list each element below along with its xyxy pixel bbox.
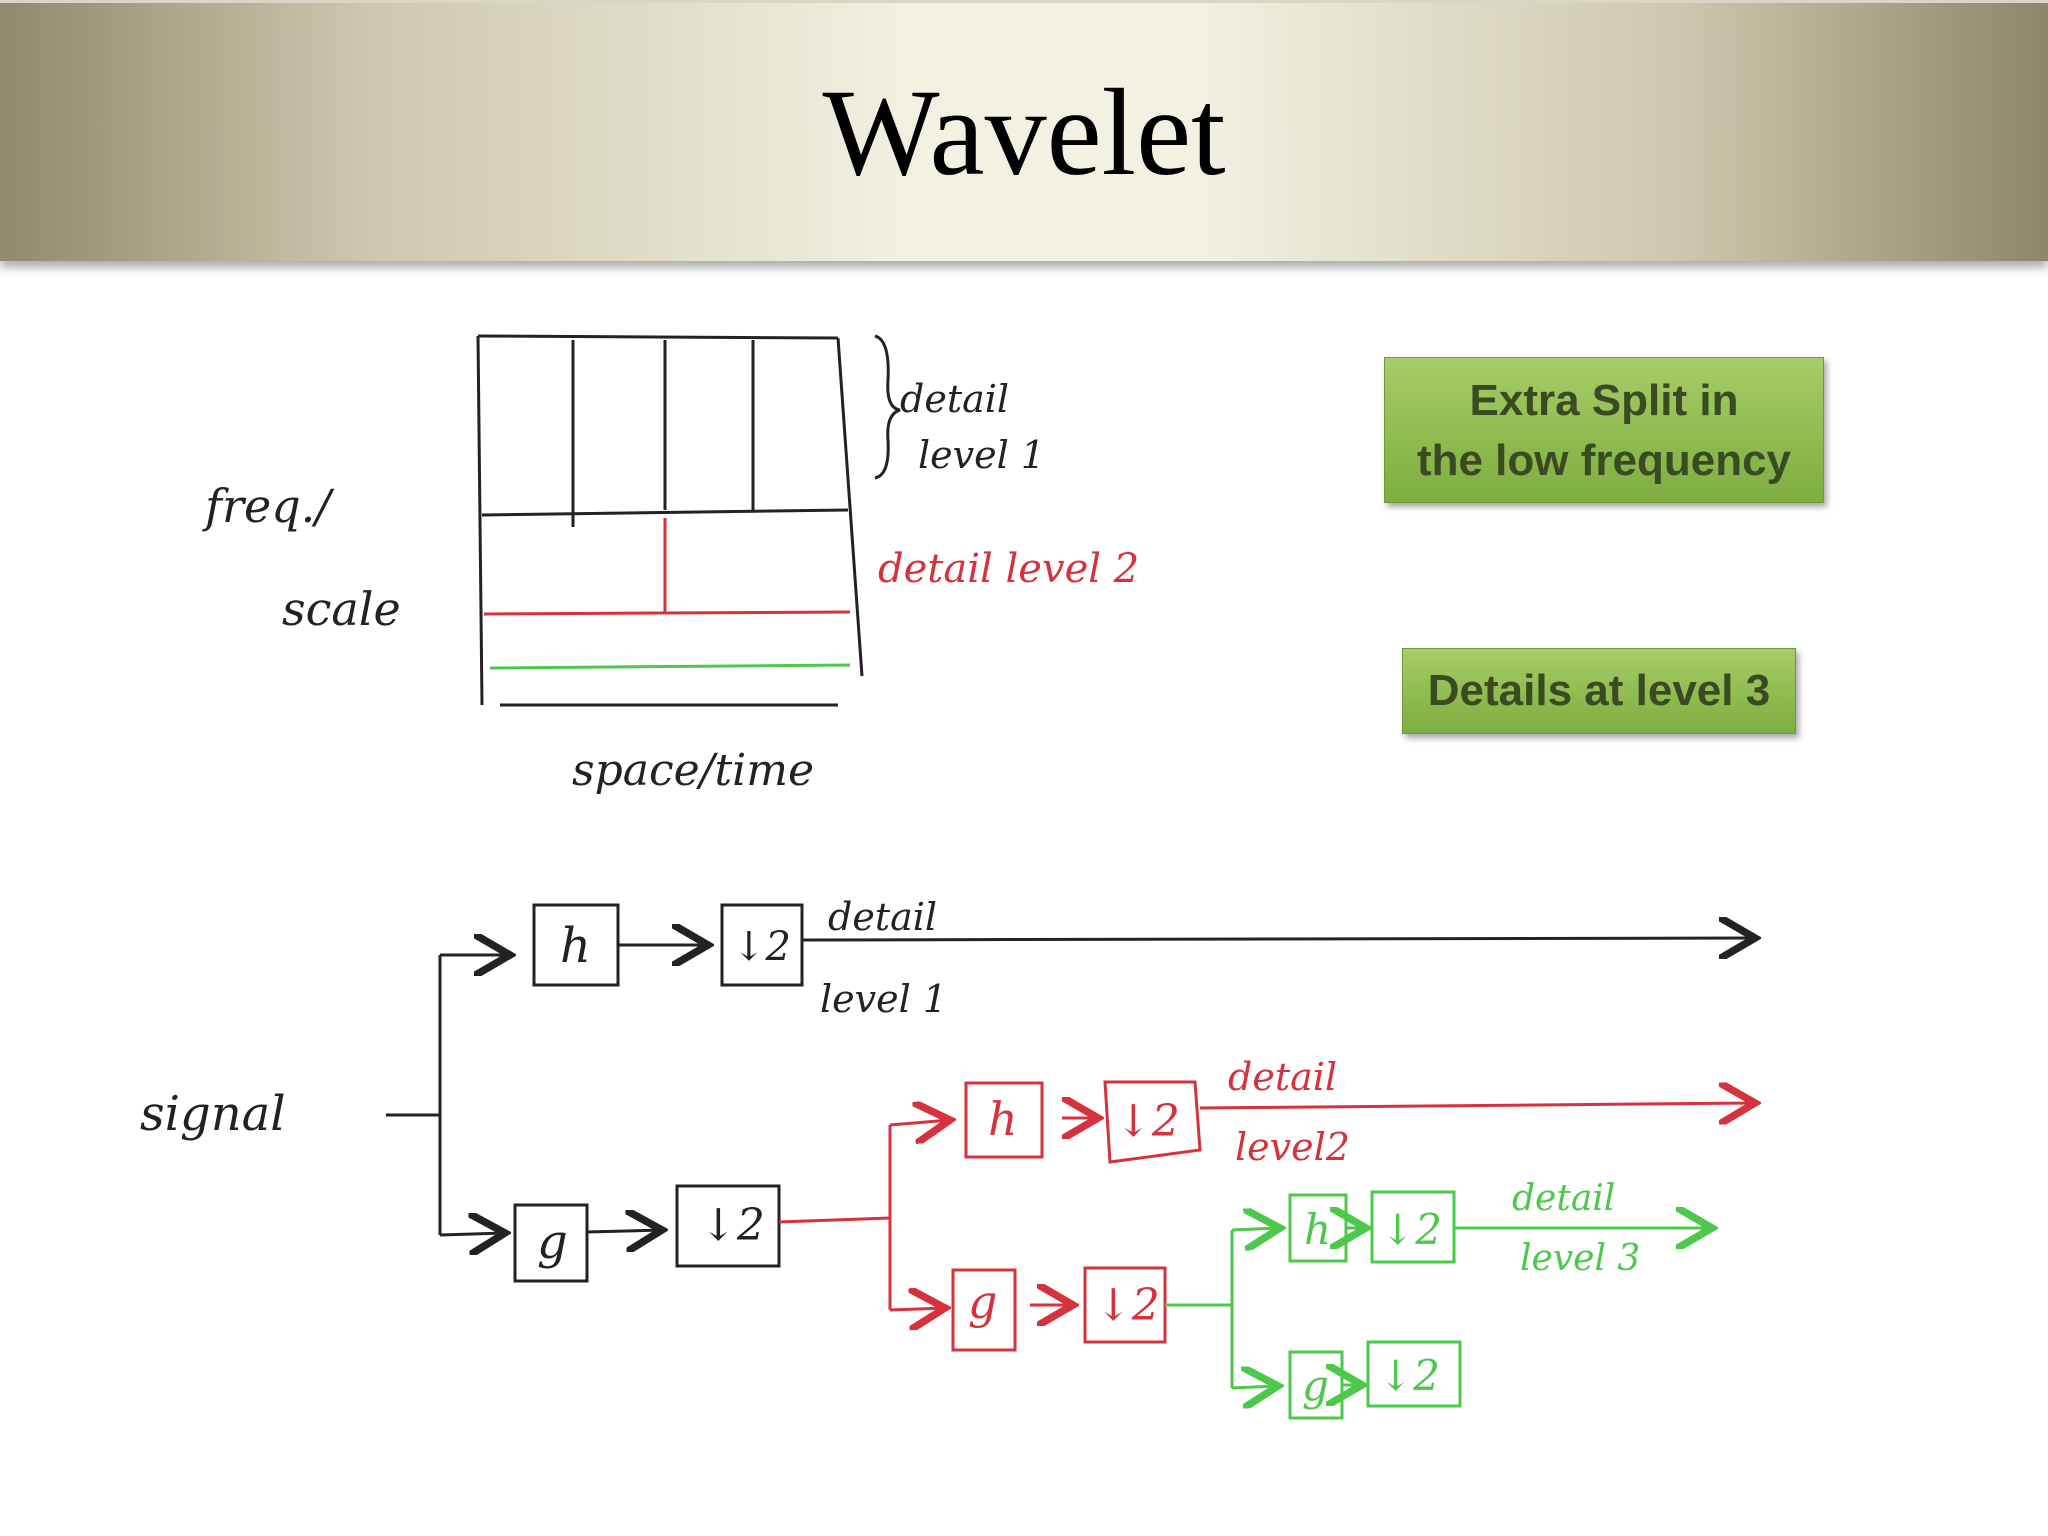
- tiling-green-split: [489, 663, 851, 670]
- level2-down-box-top: [1103, 1080, 1202, 1164]
- level2-g-box: [951, 1268, 1017, 1352]
- level1-down-box-top: [720, 903, 804, 987]
- slide-title: Wavelet: [822, 64, 1226, 201]
- level1-down-box-bottom: [675, 1184, 781, 1268]
- detail-level1-label-line1: detail: [828, 895, 937, 939]
- detail-level3-label-line2: level 3: [1520, 1238, 1640, 1279]
- detail-level2-label-line1: detail: [1228, 1055, 1337, 1099]
- title-bar: Wavelet: [0, 0, 2048, 261]
- filter-bank-level-2: [778, 1080, 1755, 1352]
- detail-level3-label-line1: detail: [1512, 1178, 1615, 1219]
- level1-down-label-top: ↓2: [732, 924, 791, 970]
- detail-level1-label-line2: level 1: [820, 977, 947, 1021]
- detail-level-2-label: detail level 2: [878, 546, 1139, 592]
- level1-down-label-bottom: ↓2: [700, 1200, 765, 1251]
- detail-level-1-label-line1: detail: [900, 377, 1009, 421]
- detail-level2-label-line2: level2: [1235, 1125, 1350, 1169]
- level2-down-label-bottom: ↓2: [1095, 1280, 1160, 1331]
- level1-g-box: [513, 1203, 589, 1283]
- level2-h-label: h: [988, 1092, 1018, 1146]
- tiling-red-split: [483, 518, 851, 616]
- callout-details-level-3-text: Details at level 3: [1427, 666, 1771, 715]
- wavelet-sketch: freq./ scale space/time detail level 1 d…: [140, 334, 2048, 1420]
- detail-level-1-label-line2: level 1: [918, 433, 1045, 477]
- level2-down-label-top: ↓2: [1115, 1096, 1180, 1147]
- level3-down-label-bottom: ↓2: [1378, 1351, 1440, 1400]
- level2-g-label: g: [968, 1275, 997, 1329]
- callout-extra-split: Extra Split in the low frequency: [1384, 357, 1824, 503]
- signal-label: signal: [140, 1086, 286, 1142]
- y-axis-label-line1: freq./: [202, 479, 335, 533]
- filter-bank-level-1: [386, 903, 1755, 1283]
- level1-g-label: g: [537, 1214, 568, 1270]
- level1-h-label: h: [560, 918, 591, 974]
- level2-h-box: [964, 1081, 1044, 1159]
- callout-details-level-3: Details at level 3: [1402, 648, 1796, 734]
- tiling-grid: [476, 334, 864, 707]
- filter-bank-level-3: [1165, 1190, 1712, 1420]
- level3-h-label: h: [1304, 1205, 1331, 1254]
- x-axis-label: space/time: [572, 745, 814, 796]
- y-axis-label-line2: scale: [282, 582, 401, 636]
- detail-level-1-brace: [874, 334, 901, 480]
- callout-extra-split-text: Extra Split in the low frequency: [1416, 376, 1792, 485]
- level3-g-label: g: [1302, 1361, 1329, 1410]
- level3-down-box-bottom: [1366, 1340, 1462, 1408]
- level3-down-label-top: ↓2: [1380, 1205, 1442, 1254]
